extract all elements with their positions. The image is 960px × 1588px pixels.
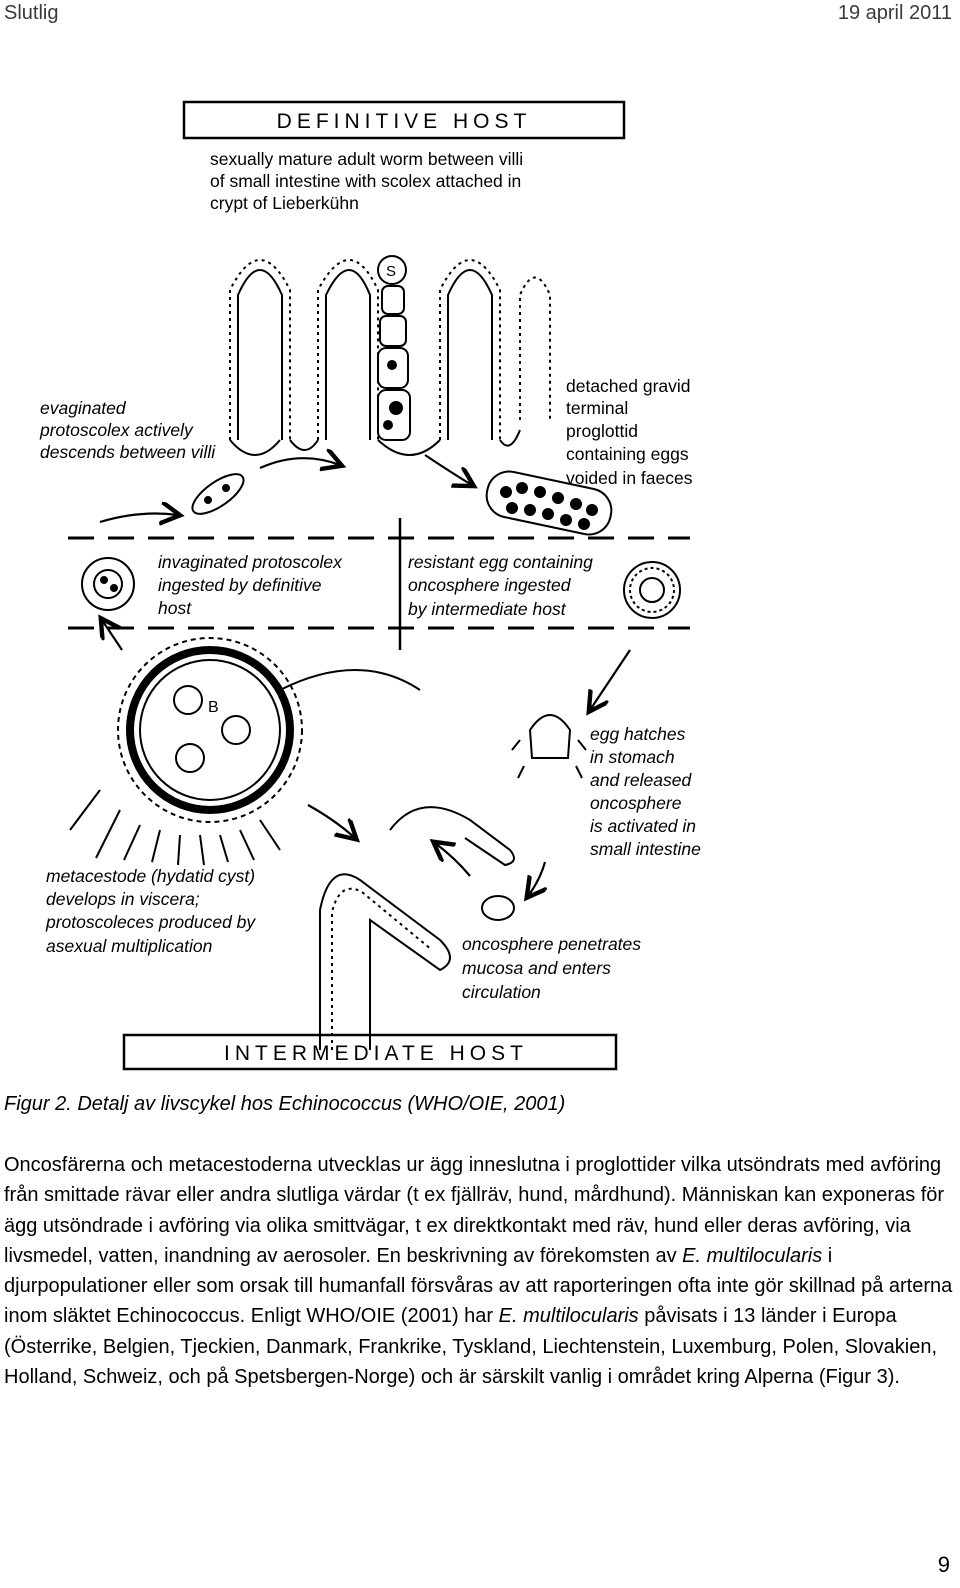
metacestode-label: metacestode (hydatid cyst) develops in v… — [45, 866, 260, 956]
brood-capsule-letter: B — [208, 699, 219, 716]
figure-caption: Figur 2. Detalj av livscykel hos Echinoc… — [4, 1093, 566, 1115]
adult-worm — [377, 255, 411, 441]
proglottid-label: detached gravid terminal proglottid cont… — [566, 376, 695, 488]
header-date: 19 april 2011 — [837, 2, 952, 24]
life-cycle-figure: DEFINITIVE HOST sexually mature adult wo… — [39, 100, 701, 1071]
species-name-2: E. multilocularis — [498, 1305, 639, 1328]
resistant-egg — [623, 561, 681, 619]
page-number: 9 — [937, 1552, 950, 1577]
invaginated-label: invaginated protoscolex ingested by defi… — [158, 552, 347, 618]
header-title: Slutlig — [4, 2, 59, 24]
evaginated-label: evaginated protoscolex actively descends… — [39, 398, 216, 462]
body-text-1: Oncosfärerna och metacestoderna utveckla… — [4, 1154, 945, 1267]
oncosphere-penetrates-label: oncosphere penetrates mucosa and enters … — [462, 934, 646, 1002]
scolex-letter: S — [386, 263, 396, 280]
hydatid-cyst — [69, 637, 421, 866]
body-text-2: i djurpopulationer eller som orsak till … — [4, 1244, 953, 1328]
evaginated-protoscolex — [191, 473, 245, 515]
cycle-arrows-top — [100, 455, 631, 896]
gravid-proglottid — [485, 470, 613, 536]
intestinal-villi — [229, 259, 551, 456]
definitive-host-box — [182, 100, 626, 140]
intermediate-host-label: INTERMEDIATE HOST — [224, 1042, 528, 1065]
hatching-egg — [511, 714, 587, 779]
adult-worm-label: sexually mature adult worm between villi… — [210, 149, 528, 213]
invaginated-protoscolex — [81, 557, 135, 611]
lower-villi — [319, 806, 515, 1050]
egg-hatches-label: egg hatches in stomach and released onco… — [590, 724, 701, 859]
body-paragraph: Oncosfärerna och metacestoderna utveckla… — [4, 1150, 954, 1392]
body-text-3: påvisats i 13 länder i Europa (Österrike… — [4, 1305, 938, 1389]
resistant-egg-label: resistant egg containing oncosphere inge… — [408, 552, 598, 619]
intermediate-host-box — [122, 1033, 618, 1071]
species-name-1: E. multilocularis — [682, 1244, 823, 1267]
definitive-host-label: DEFINITIVE HOST — [277, 110, 532, 133]
divider-dashes — [68, 536, 690, 630]
